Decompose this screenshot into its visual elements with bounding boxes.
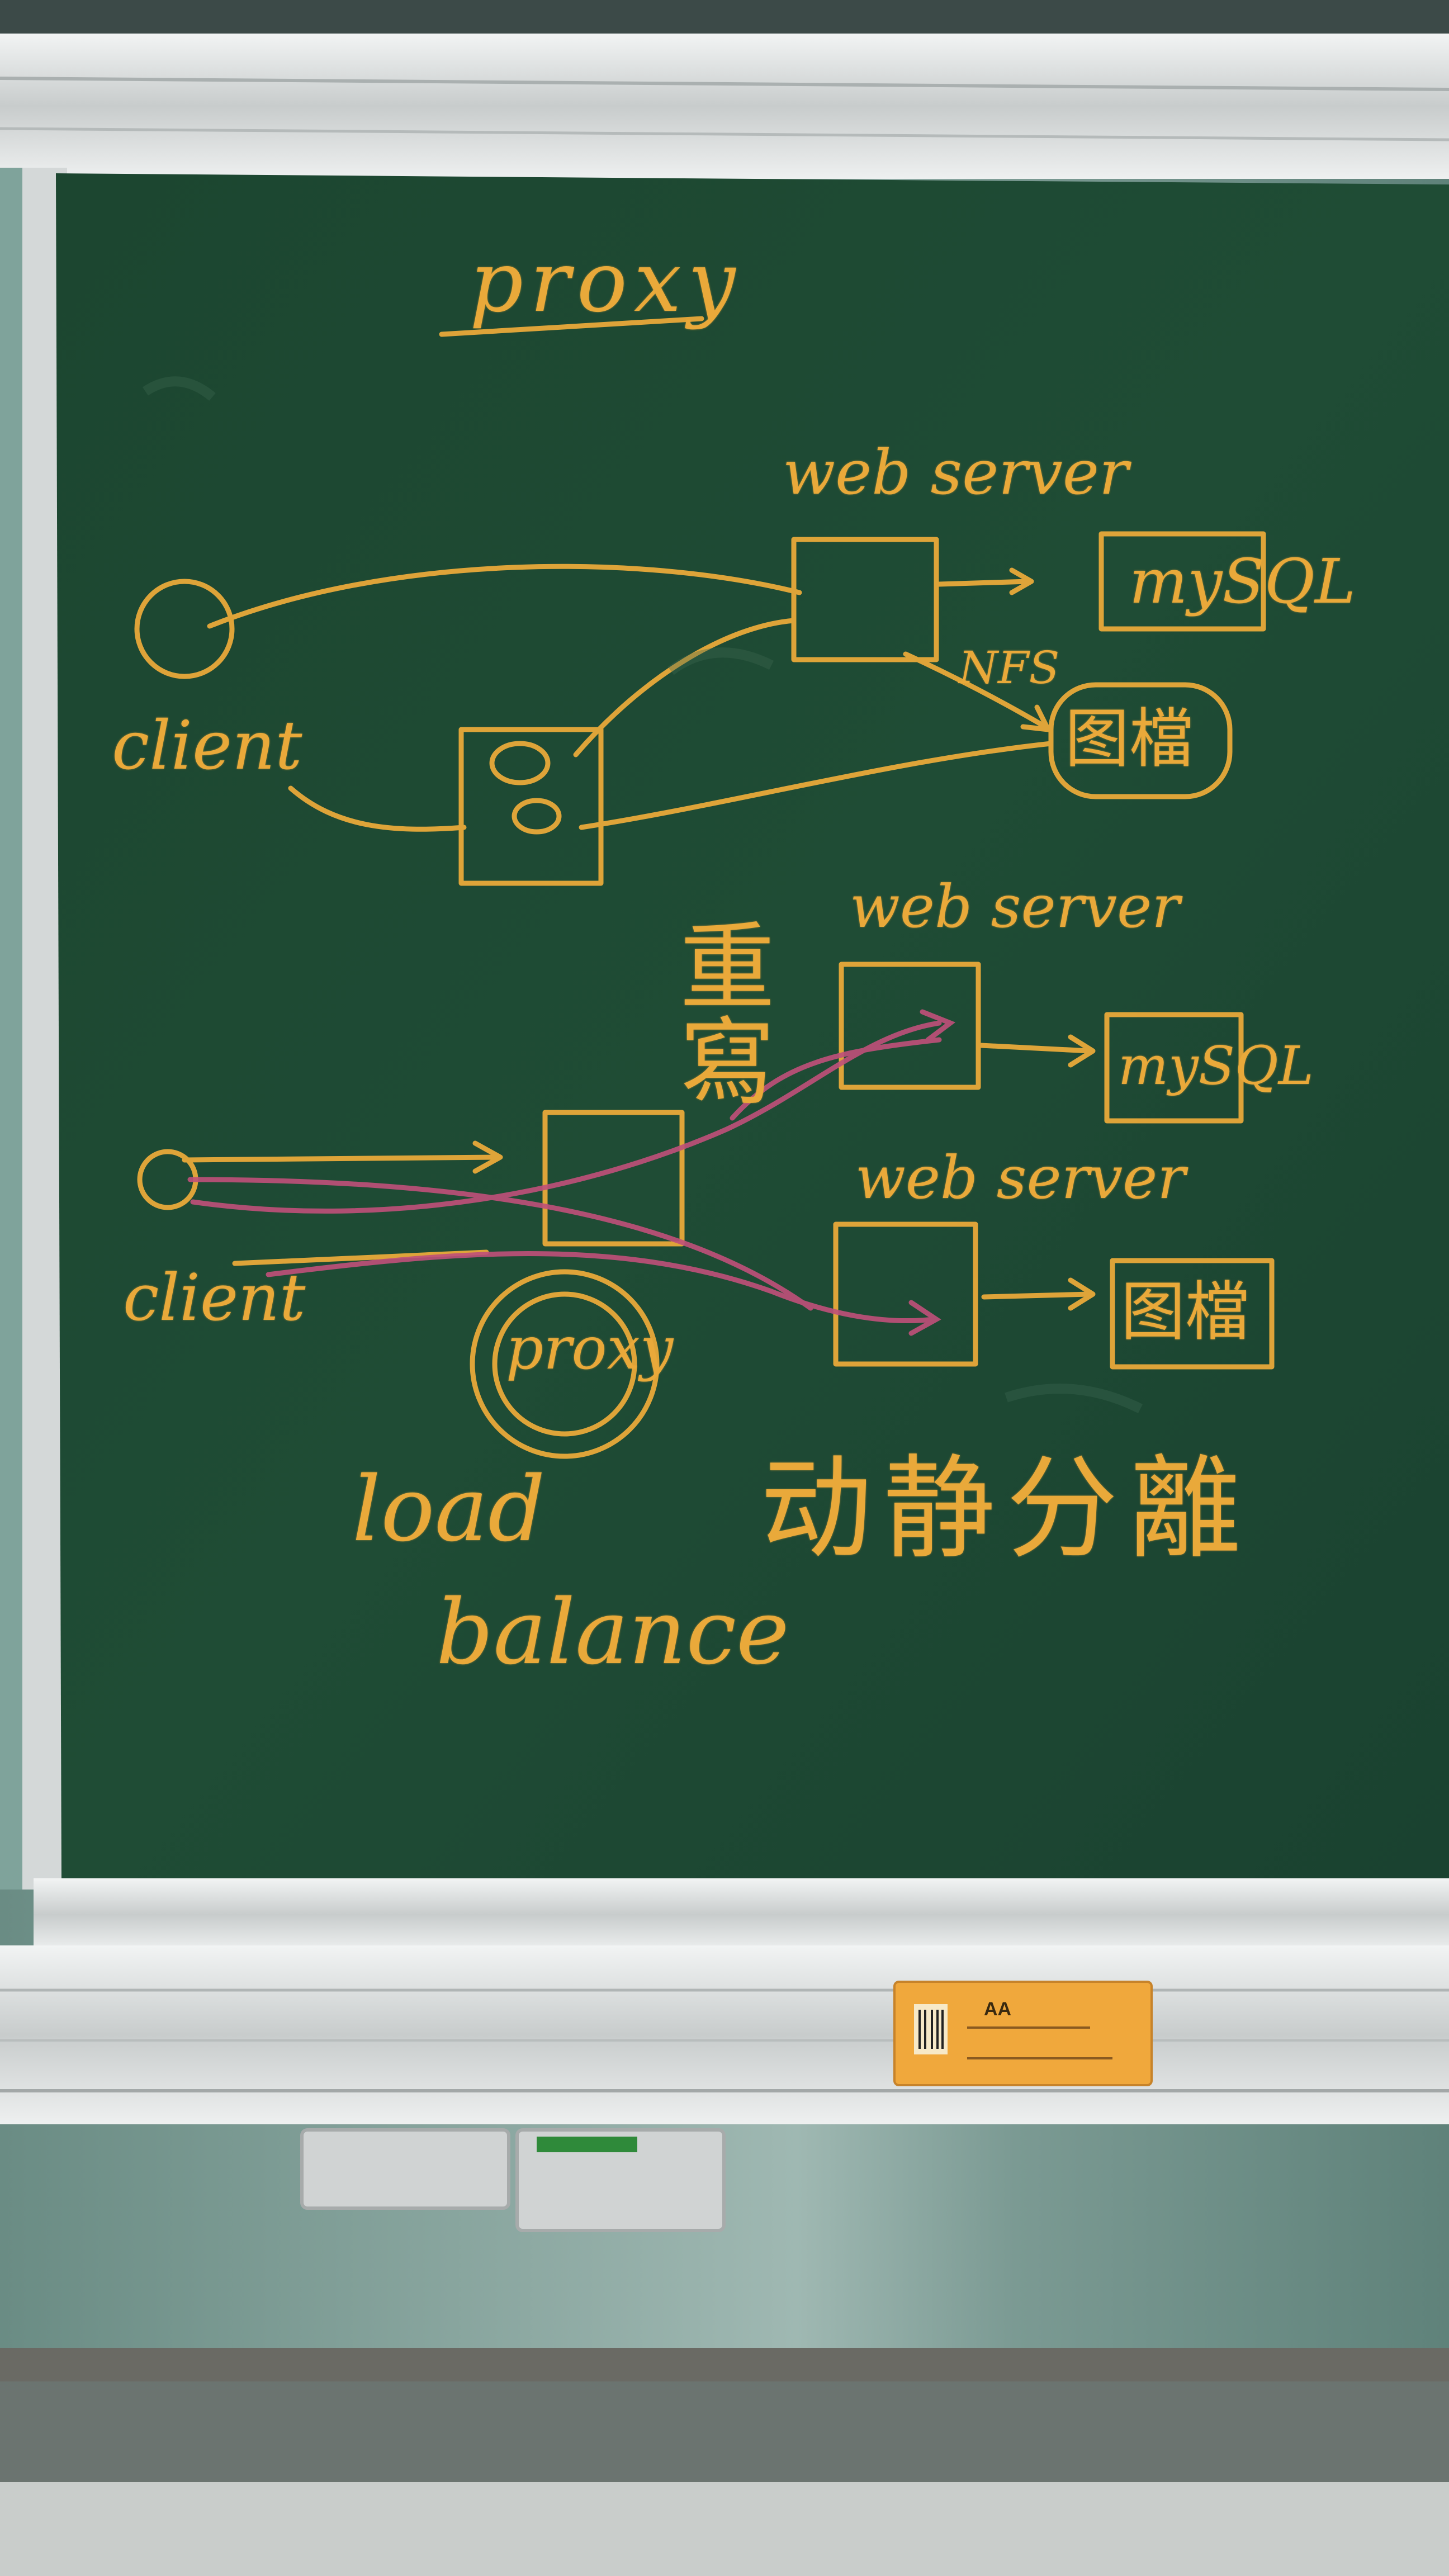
tray-drawer	[515, 2128, 726, 2232]
pink-route	[190, 1020, 942, 1214]
web-server-label-lower-top: web server	[850, 873, 1180, 941]
proxy-label-lower: proxy	[506, 1314, 674, 1382]
image-store-box	[1048, 682, 1233, 799]
client-proxy-line	[288, 785, 467, 832]
separation-label: 动静分離	[760, 1444, 1253, 1574]
web-server-box-lower-bottom	[833, 1221, 978, 1367]
mysql-box-lower	[1104, 1012, 1244, 1124]
nfs-label: NFS	[959, 642, 1060, 694]
web-server-label: web server	[783, 437, 1129, 508]
client-web-line	[207, 564, 802, 629]
image-store-label: 图檔	[1065, 702, 1194, 776]
proxy-circle	[470, 1269, 660, 1459]
client-label-lower: client	[123, 1261, 306, 1336]
web-server-box-lower-top	[839, 962, 981, 1090]
chalk-tray	[0, 1945, 1449, 2124]
proxy-box-lower	[542, 1110, 685, 1247]
mysql-label: mySQL	[1129, 546, 1356, 617]
bottom-frame	[34, 1878, 1449, 1951]
board-title: proxy	[470, 234, 742, 331]
load-label: load	[352, 1457, 546, 1561]
mysql-label-lower: mySQL	[1118, 1035, 1314, 1097]
balance-label: balance	[436, 1580, 789, 1684]
top-frame	[0, 34, 1449, 179]
name-tag-text: AA	[984, 1999, 1012, 2020]
client-node	[134, 579, 235, 679]
client-label: client	[112, 707, 302, 785]
title-underline	[439, 316, 704, 337]
mysql-box	[1098, 531, 1266, 632]
web-server-label-lower-bottom: web server	[855, 1144, 1186, 1212]
proxy-box	[458, 727, 604, 886]
web-server-box	[791, 537, 939, 662]
image-store-label-lower: 图檔	[1121, 1275, 1250, 1349]
tray-drawer	[300, 2128, 510, 2210]
name-tag	[893, 1981, 1153, 2086]
image-store-box-lower	[1110, 1258, 1275, 1370]
rewrite-label: 重寫	[663, 917, 774, 1107]
